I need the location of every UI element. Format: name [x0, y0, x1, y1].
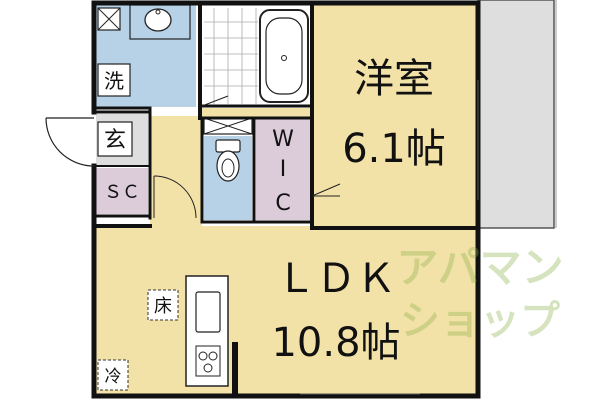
washing-machine-box [97, 7, 121, 31]
fridge-space [97, 359, 129, 391]
washroom-label: 洗 [104, 69, 124, 93]
windows [300, 80, 479, 395]
western-room-size: 6.1帖 [342, 126, 446, 172]
balcony [477, 0, 555, 229]
floor-storage-label: 床 [154, 296, 172, 317]
wic-label-i: I [280, 157, 287, 182]
kitchen-partition [232, 342, 238, 394]
wic-label-c: C [275, 191, 290, 216]
wic-door [311, 183, 341, 197]
hallway [150, 116, 202, 228]
shoe-closet [96, 168, 148, 214]
ldk-room-size: 10.8帖 [271, 320, 400, 366]
bath-door [201, 95, 229, 107]
wic-room [256, 118, 310, 220]
bathtub-drain [281, 55, 287, 61]
washroom-tag: 洗 [97, 63, 131, 97]
toilet-fixture [215, 139, 241, 182]
wic-label-w: W [272, 127, 294, 152]
utility-closet [203, 117, 253, 135]
hall-door [153, 175, 197, 219]
sink [144, 8, 172, 32]
ldk-room-name: ＬＤＫ [276, 256, 396, 302]
western-room-name: 洋室 [354, 56, 434, 102]
entrance-label: 玄 [104, 128, 126, 153]
hall-upper [202, 108, 312, 118]
entrance-door [45, 117, 95, 167]
apaman-shop-logo: アパマン ショップ [396, 243, 563, 344]
entrance-tag: 玄 [97, 121, 133, 157]
walls [91, 0, 481, 399]
fridge-label: 冷 [105, 367, 122, 387]
kitchen-counter [185, 275, 229, 387]
logo-line-2: ショップ [400, 298, 560, 344]
logo-line-1: アパマン [396, 243, 563, 292]
floor-storage-box [147, 289, 179, 321]
western-room [312, 5, 476, 227]
bathroom-tiles [204, 8, 258, 104]
shoe-closet-label: ＳＣ [104, 182, 140, 203]
